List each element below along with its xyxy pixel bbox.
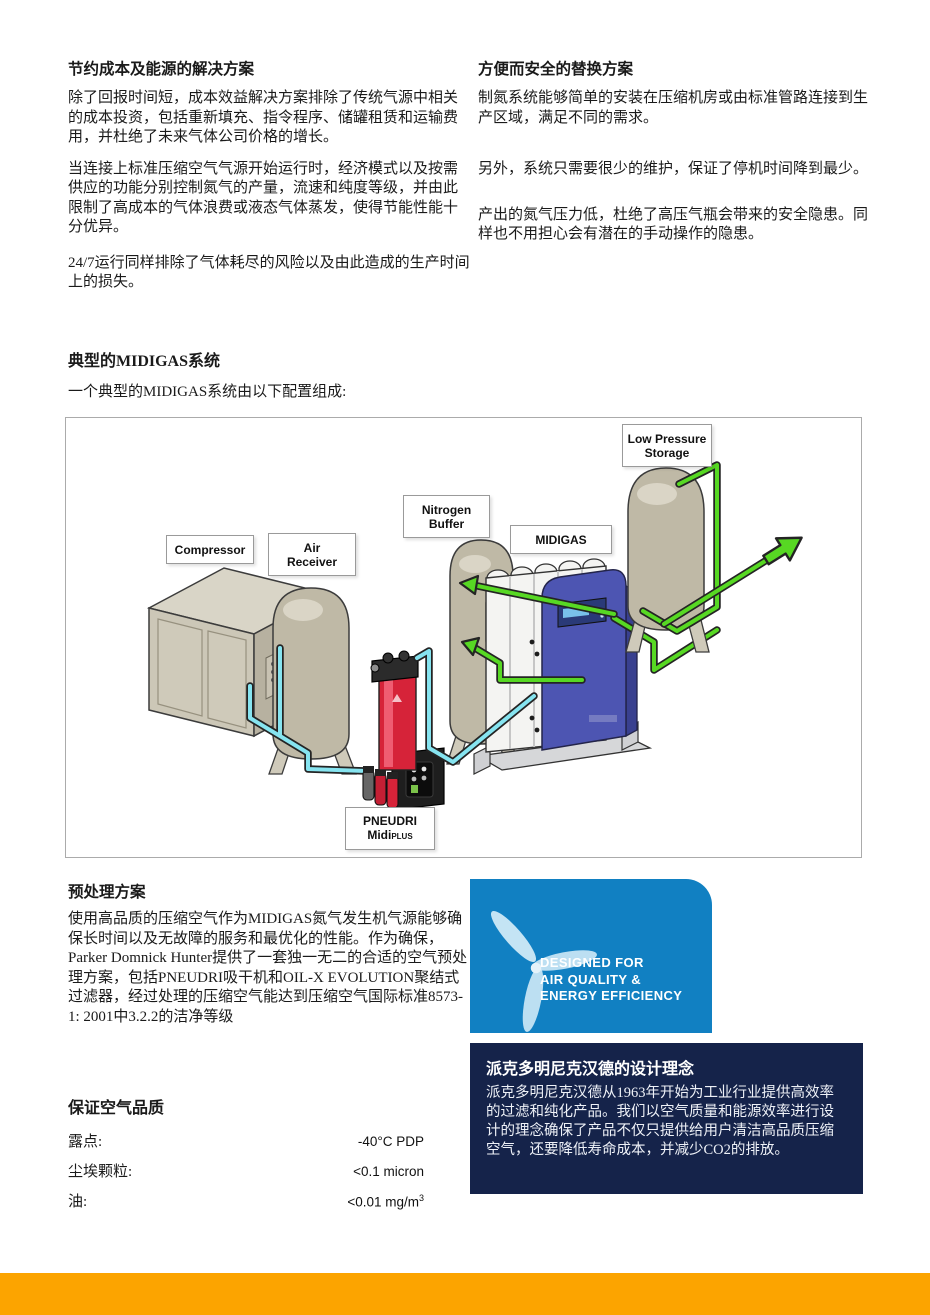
cost-savings-para-1: 除了回报时间短，成本效益解决方案排除了传统气源中相关的成本投资，包括重新填充、指…	[68, 90, 459, 145]
nitrogen-pipe-buffer-lower	[460, 636, 586, 684]
designed-for-line2: AIR QUALITY &	[540, 971, 642, 987]
label-midigas-text: MIDIGAS	[535, 532, 587, 547]
label-air-receiver-line1: Air	[303, 540, 321, 555]
design-philosophy-heading: 派克多明尼克汉德的设计理念	[486, 1061, 695, 1078]
typical-system-heading: 典型的MIDIGAS系统	[68, 353, 221, 370]
oil-value: <0.01 mg/m3	[347, 1193, 424, 1210]
label-pneudri-midi: Midi	[367, 827, 392, 842]
particles-label: 尘埃颗粒:	[68, 1164, 133, 1180]
pretreatment-body: 使用高品质的压缩空气作为MIDIGAS氮气发生机气源能够确保长时间以及无故障的服…	[68, 911, 468, 1025]
air-quality-section: 保证空气品质 露点: -40°C PDP 尘埃颗粒: <0.1 micron 油…	[68, 1094, 424, 1220]
air-quality-row-oil: 油: <0.01 mg/m3	[68, 1190, 424, 1220]
safe-alternative-para-3: 产出的氮气压力低，杜绝了高压气瓶会带来的安全隐患。同样也不用担心会有潜在的手动操…	[478, 206, 869, 243]
label-pneudri: PNEUDRI MidiPLUS	[345, 807, 435, 850]
air-pipe-right	[413, 647, 538, 766]
nitrogen-outlet-arrow-icon	[762, 536, 803, 566]
air-pipe-left	[246, 644, 370, 775]
pneudri-inlet-filters	[362, 766, 399, 809]
system-diagram-illustration	[146, 461, 803, 811]
buffer-inlet-arrow-upper-icon	[458, 574, 480, 596]
design-philosophy-box: 派克多明尼克汉德的设计理念 派克多明尼克汉德从1963年开始为工业行业提供高效率…	[470, 1043, 863, 1194]
particles-value: <0.1 micron	[353, 1164, 424, 1179]
pneudri-dryer	[362, 650, 445, 811]
safe-alternative-para-1: 制氮系统能够简单的安装在压缩机房或由标准管路连接到生产区域，满足不同的需求。	[478, 90, 869, 126]
safe-alternative-column: 方便而安全的替换方案 制氮系统能够简单的安装在压缩机房或由标准管路连接到生产区域…	[478, 57, 874, 245]
footer-accent-bar	[0, 1273, 930, 1315]
label-nitrogen-buffer-line2: Buffer	[428, 516, 465, 531]
oil-label: 油:	[68, 1194, 88, 1210]
label-air-receiver: Air Receiver	[268, 533, 356, 576]
label-low-pressure-line2: Storage	[644, 445, 690, 460]
cost-savings-column: 节约成本及能源的解决方案 除了回报时间短，成本效益解决方案排除了传统气源中相关的…	[68, 57, 470, 293]
label-low-pressure-line1: Low Pressure	[627, 431, 707, 446]
air-quality-row-particles: 尘埃颗粒: <0.1 micron	[68, 1160, 424, 1190]
label-pneudri-plus: PLUS	[391, 831, 413, 841]
cost-savings-para-3: 24/7运行同样排除了气体耗尽的风险以及由此造成的生产时间上的损失。	[68, 254, 470, 291]
label-low-pressure-storage: Low Pressure Storage	[622, 424, 712, 467]
label-pneudri-line2: MidiPLUS	[367, 828, 412, 844]
label-air-receiver-line2: Receiver	[286, 554, 338, 569]
cost-savings-para-2: 当连接上标准压缩空气气源开始运行时，经济模式以及按需供应的功能分别控制氮气的产量…	[68, 160, 459, 236]
system-diagram: Compressor Air Receiver Nitrogen Buffer …	[65, 417, 862, 858]
dewpoint-label: 露点:	[68, 1134, 103, 1150]
air-quality-heading: 保证空气品质	[68, 1100, 165, 1117]
wind-turbine-icon	[490, 911, 597, 1032]
designed-for-text: DESIGNED FOR AIR QUALITY & ENERGY EFFICI…	[540, 955, 682, 1005]
safe-alternative-heading: 方便而安全的替换方案	[478, 61, 634, 78]
low-pressure-storage-tank	[625, 467, 710, 653]
dewpoint-value: -40°C PDP	[357, 1134, 424, 1149]
designed-for-line3: ENERGY EFFICIENCY	[540, 988, 683, 1003]
design-philosophy-body: 派克多明尼克汉德从1963年开始为工业行业提供高效率的过滤和纯化产品。我们以空气…	[486, 1085, 834, 1158]
oil-value-text: <0.01 mg/m	[347, 1194, 419, 1209]
designed-for-line1: DESIGNED FOR	[540, 955, 644, 970]
air-receiver-tank	[268, 587, 357, 775]
label-nitrogen-buffer: Nitrogen Buffer	[403, 495, 490, 538]
label-midigas: MIDIGAS	[510, 525, 612, 554]
label-nitrogen-buffer-line1: Nitrogen	[421, 502, 472, 517]
label-compressor-text: Compressor	[174, 542, 246, 557]
nitrogen-outlet-pipe	[660, 536, 803, 628]
nitrogen-pipe-buffer-upper	[458, 574, 618, 618]
typical-system-subheading: 一个典型的MIDIGAS系统由以下配置组成:	[68, 384, 347, 400]
pretreatment-section: 预处理方案 使用高品质的压缩空气作为MIDIGAS氮气发生机气源能够确保长时间以…	[68, 880, 474, 1027]
label-compressor: Compressor	[166, 535, 254, 564]
pretreatment-heading: 预处理方案	[68, 884, 146, 901]
safe-alternative-para-2: 另外，系统只需要很少的维护，保证了停机时间降到最少。	[478, 161, 869, 177]
cost-savings-heading: 节约成本及能源的解决方案	[68, 61, 255, 78]
label-pneudri-line1: PNEUDRI	[362, 813, 417, 828]
buffer-inlet-arrow-lower-icon	[460, 636, 481, 657]
oil-value-sup: 3	[418, 1192, 424, 1203]
designed-for-badge: DESIGNED FOR AIR QUALITY & ENERGY EFFICI…	[470, 879, 712, 1033]
typical-system-section: 典型的MIDIGAS系统 一个典型的MIDIGAS系统由以下配置组成:	[68, 347, 346, 401]
air-quality-row-dewpoint: 露点: -40°C PDP	[68, 1130, 424, 1160]
